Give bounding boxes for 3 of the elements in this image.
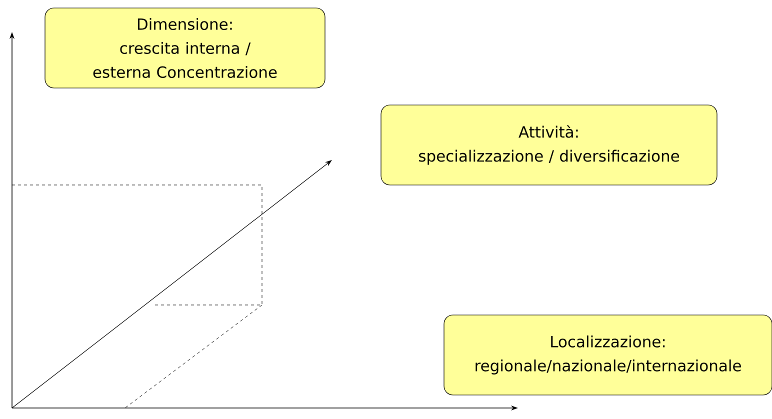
label-box: Dimensione: crescita interna / esterna Concentrazione [44,8,326,88]
label-box: Localizzazione: regionale/nazionale/internazionale [444,314,772,396]
label-box: Attività: specializzazione / diversificazione [380,104,718,186]
